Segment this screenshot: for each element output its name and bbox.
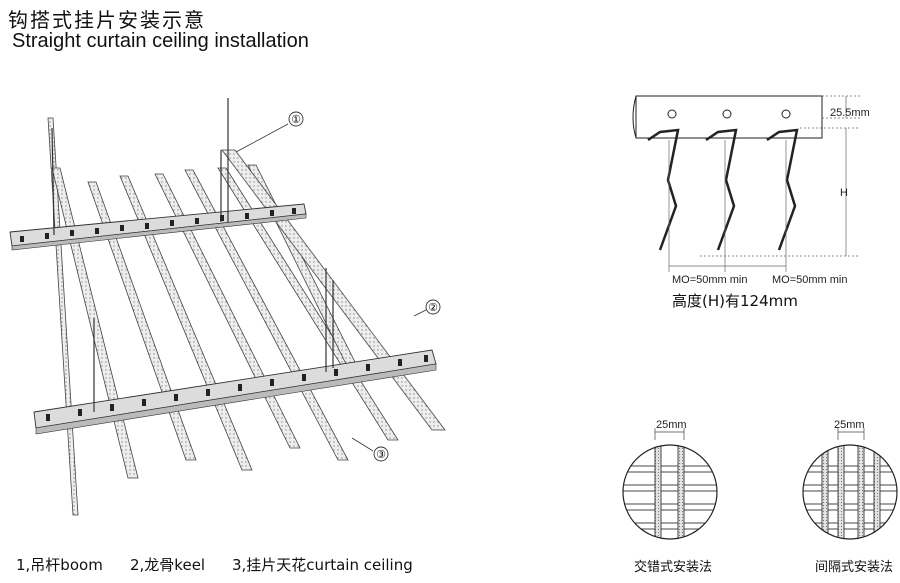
callout-3-label: ③: [376, 449, 386, 461]
title-english: Straight curtain ceiling installation: [12, 30, 309, 52]
carrier-detail: 25.5mm H MO=50mm min MO=50mm min: [632, 95, 870, 286]
legend-curtain-ceiling: 3,挂片天花curtain ceiling: [232, 556, 413, 574]
staggered-plan: 25mm: [622, 419, 718, 540]
height-note: 高度(H)有124mm: [672, 292, 798, 310]
mo-right-label: MO=50mm min: [772, 274, 848, 286]
keel-back: [9, 203, 307, 251]
staggered-caption: 交错式安装法: [634, 560, 713, 575]
keel-front: [33, 349, 437, 435]
dim-top-label: 25.5mm: [830, 107, 870, 119]
callout-2: ②: [413, 299, 441, 317]
spaced-dim-label: 25mm: [834, 419, 865, 431]
callout-3: ③: [351, 437, 389, 462]
staggered-dim-label: 25mm: [656, 419, 687, 431]
dim-h-label: H: [840, 187, 848, 199]
callout-1: ①: [235, 111, 304, 153]
curtain-blade: [87, 181, 197, 461]
callout-2-label: ②: [428, 302, 438, 314]
legend-keel: 2,龙骨keel: [130, 556, 206, 574]
booms: [51, 98, 334, 412]
callout-1-label: ①: [291, 114, 301, 126]
mo-left-label: MO=50mm min: [672, 274, 748, 286]
title-chinese: 钩搭式挂片安装示意: [8, 8, 206, 32]
spaced-plan: 25mm: [802, 419, 898, 540]
spaced-caption: 间隔式安装法: [815, 560, 894, 575]
legend-boom: 1,吊杆boom: [16, 556, 103, 574]
